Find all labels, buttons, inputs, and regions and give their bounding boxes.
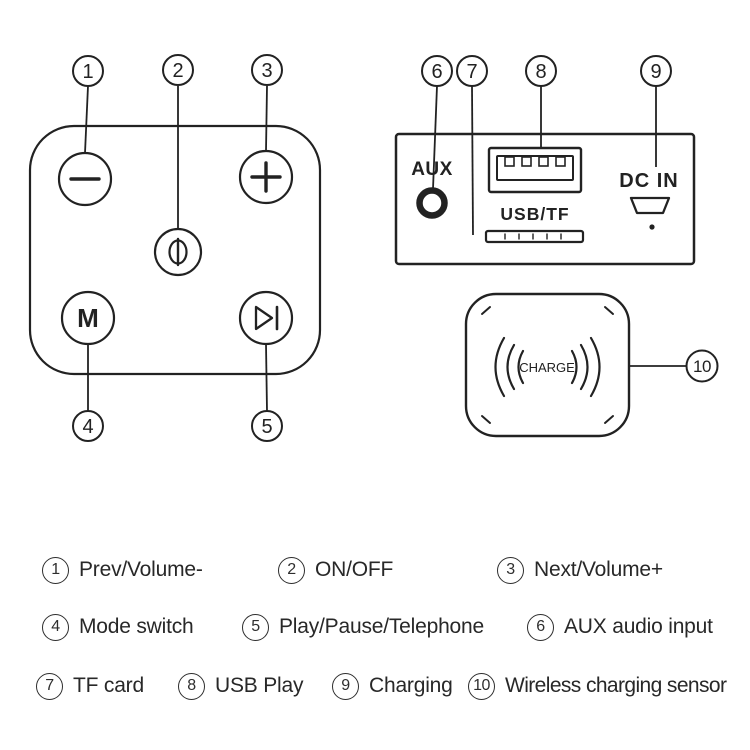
callout-7: 7: [456, 55, 488, 236]
aux-jack: [416, 187, 448, 219]
play-pause-icon: [254, 305, 279, 331]
tf-card-slot: [484, 229, 585, 244]
callout-3: 3: [251, 54, 283, 152]
legend-label-10: Wireless charging sensor: [505, 674, 727, 697]
play-pause-button: [238, 290, 294, 346]
mode-button: M: [60, 290, 116, 346]
callout-10-number: 10: [693, 357, 711, 376]
legend-item-next-volume: 3 Next/Volume+: [497, 556, 663, 584]
legend-num-10: 10: [468, 672, 495, 700]
legend-num-1: 1: [42, 556, 69, 584]
legend-item-on-off: 2 ON/OFF: [278, 556, 393, 584]
legend-num-9: 9: [332, 672, 359, 700]
legend-label-8: USB Play: [215, 674, 304, 697]
usb-port: [487, 146, 583, 194]
legend-label-1: Prev/Volume-: [79, 558, 203, 581]
micro-usb-port: [629, 196, 671, 215]
legend-item-usb-play: 8 USB Play: [178, 672, 303, 700]
plus-icon: [250, 161, 282, 193]
aux-label: AUX: [411, 159, 453, 180]
pad-corner-mark: [481, 415, 491, 424]
callout-10: 10: [629, 349, 719, 383]
wireless-wave-icon: [494, 336, 601, 398]
legend-num-8: 8: [178, 672, 205, 700]
legend-label-5: Play/Pause/Telephone: [279, 615, 484, 638]
callout-2: 2: [162, 54, 194, 229]
legend-num-6: 6: [527, 613, 554, 641]
callout-9-number: 9: [650, 61, 661, 83]
legend-num-2: 2: [278, 556, 305, 584]
wireless-charging-pad: CHARGE: [464, 292, 631, 438]
charge-indicator-dot: [649, 224, 655, 230]
port-panel-outline: [394, 132, 696, 266]
dc-in-label: DC IN: [619, 170, 678, 192]
usb-tf-label: USB/TF: [500, 204, 569, 224]
next-volume-up-button: [238, 149, 294, 205]
charge-pad-label: CHARGE: [519, 360, 575, 375]
speaker-body-outline: [28, 124, 322, 376]
power-button: [153, 227, 203, 277]
callout-1: 1: [72, 55, 104, 154]
legend-label-7: TF card: [73, 674, 144, 697]
legend-label-4: Mode switch: [79, 615, 194, 638]
legend-item-aux-input: 6 AUX audio input: [527, 613, 713, 641]
pad-corner-mark: [604, 415, 614, 424]
callout-6: 6: [421, 55, 453, 190]
prev-volume-down-button: [57, 151, 113, 207]
callout-5-number: 5: [261, 416, 272, 438]
pad-corner-mark: [604, 306, 614, 315]
legend-label-2: ON/OFF: [315, 558, 394, 581]
callout-7-number: 7: [466, 61, 477, 83]
legend-num-4: 4: [42, 613, 69, 641]
legend-num-7: 7: [36, 672, 63, 700]
legend-item-play-pause: 5 Play/Pause/Telephone: [242, 613, 484, 641]
callout-3-number: 3: [261, 60, 272, 82]
device-diagram: M 1 2 3 4: [28, 54, 719, 442]
callout-8-number: 8: [535, 61, 546, 83]
pad-corner-mark: [481, 306, 491, 315]
legend-item-tf-card: 7 TF card: [36, 672, 144, 700]
mode-button-label: M: [77, 303, 99, 333]
callout-2-number: 2: [172, 60, 183, 82]
callout-6-number: 6: [431, 61, 442, 83]
callout-4: 4: [72, 344, 104, 442]
legend-num-5: 5: [242, 613, 269, 641]
legend-label-9: Charging: [369, 674, 453, 697]
legend-label-6: AUX audio input: [564, 615, 713, 638]
legend-label-3: Next/Volume+: [534, 558, 663, 581]
legend-num-3: 3: [497, 556, 524, 584]
callout-5: 5: [251, 343, 283, 442]
callout-9: 9: [640, 55, 672, 167]
legend-item-mode-switch: 4 Mode switch: [42, 613, 194, 641]
callout-1-number: 1: [82, 61, 93, 83]
legend-item-charging: 9 Charging: [332, 672, 453, 700]
callout-8: 8: [525, 55, 557, 147]
callout-4-number: 4: [82, 416, 93, 438]
legend-item-prev-volume: 1 Prev/Volume-: [42, 556, 203, 584]
legend-item-wireless-sensor: 10 Wireless charging sensor: [468, 672, 727, 700]
power-icon: [168, 237, 188, 267]
